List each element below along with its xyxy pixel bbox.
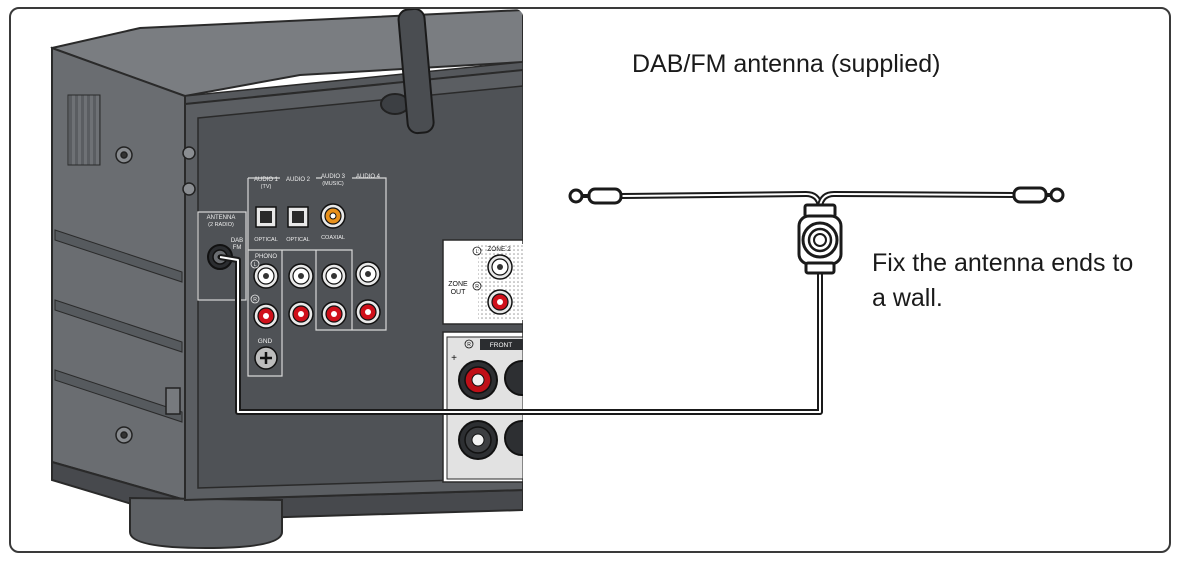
instruction-line-1: Fix the antenna ends to <box>872 249 1134 277</box>
optical1-label: OPTICAL <box>254 237 278 243</box>
channel-marks: L R <box>250 259 260 304</box>
fm-label: FM <box>233 245 242 251</box>
rear-screws <box>182 146 196 196</box>
side-groove-2 <box>54 299 183 353</box>
zone2-jack-right[interactable] <box>487 289 513 315</box>
audio3-label: AUDIO 3 <box>321 174 346 180</box>
instruction-line-2: a wall. <box>872 284 943 312</box>
audio-input-group <box>247 177 387 377</box>
zone2-output-group: ZONE 2 ZONE OUT L R <box>442 239 523 325</box>
speaker-terminal-red[interactable] <box>458 360 498 400</box>
zone2-label: ZONE 2 <box>487 246 511 253</box>
antenna-connector-body <box>797 203 843 275</box>
wireless-antenna-rod <box>380 9 435 135</box>
speaker-terminal-black-2[interactable] <box>504 420 539 456</box>
svg-text:R: R <box>467 342 471 348</box>
side-vents <box>67 94 101 166</box>
side-groove-3 <box>54 369 183 423</box>
speaker-terminal-black-top[interactable] <box>504 360 539 396</box>
zone-out-label: ZONE <box>448 281 468 288</box>
side-screws <box>115 146 133 444</box>
audio3-sublabel: (MUSIC) <box>322 181 344 187</box>
side-groove-1 <box>54 229 183 283</box>
diagram-frame <box>9 7 1171 553</box>
av-receiver-rear: ANTENNA (2 RADIO) DAB FM AUDIO 1 (TV) AU… <box>50 9 539 550</box>
antenna-cable <box>219 254 823 415</box>
rca-jacks-red[interactable] <box>253 299 381 329</box>
antenna-label: ANTENNA <box>207 215 236 221</box>
speaker-terminal-black[interactable] <box>458 420 498 460</box>
svg-text:L: L <box>476 249 479 255</box>
svg-text:R: R <box>253 297 257 303</box>
optical-port-2[interactable] <box>287 206 309 228</box>
dab-label: DAB <box>231 238 243 244</box>
speaker-terminals-group: FRONT R + <box>442 331 539 483</box>
zone2-jack-left[interactable] <box>487 254 513 280</box>
zone-out-label2: OUT <box>451 289 467 296</box>
front-label: FRONT <box>490 342 512 349</box>
dab-fm-t-antenna <box>568 186 1065 275</box>
svg-text:L: L <box>254 262 257 268</box>
audio1-sublabel: (TV) <box>261 184 272 190</box>
audio1-label: AUDIO 1 <box>254 177 279 183</box>
svg-text:R: R <box>475 284 479 290</box>
rca-jacks-white[interactable] <box>253 261 381 289</box>
coaxial-jack[interactable] <box>320 203 346 229</box>
gnd-label: GND <box>258 338 273 345</box>
audio2-label: AUDIO 2 <box>286 177 311 183</box>
antenna-end-left <box>568 187 623 205</box>
antenna-title: DAB/FM antenna (supplied) <box>632 50 941 78</box>
antenna-sublabel: (2 RADIO) <box>208 222 234 228</box>
audio4-label: AUDIO 4 <box>356 174 381 180</box>
plus-mark: + <box>451 353 457 364</box>
optical2-label: OPTICAL <box>286 237 310 243</box>
panel-bracket <box>165 387 181 415</box>
coaxial-label: COAXIAL <box>321 235 345 241</box>
antenna-end-right <box>1012 186 1065 204</box>
optical-port-1[interactable] <box>255 206 277 228</box>
gnd-terminal[interactable] <box>254 346 278 370</box>
phono-label: PHONO <box>255 254 277 260</box>
chassis-foot <box>129 496 283 550</box>
